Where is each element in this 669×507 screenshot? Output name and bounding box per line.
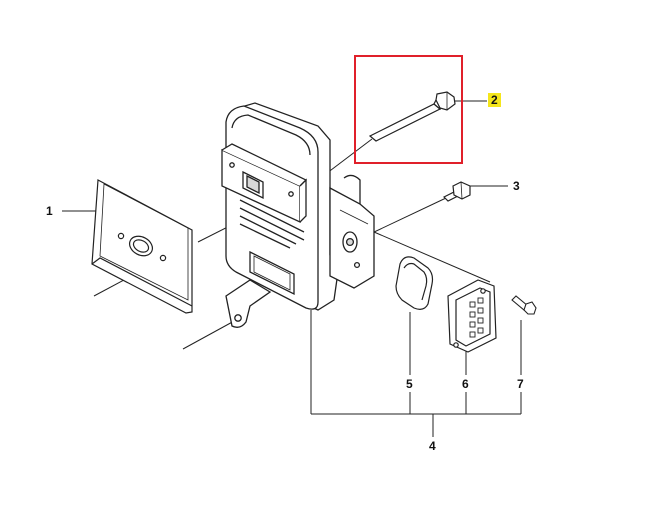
gasket-part-1: [91, 179, 193, 314]
callout-2: 2: [488, 93, 501, 107]
screw-part-7: [511, 295, 537, 315]
screw-part-3: [442, 181, 471, 202]
callout-5: 5: [406, 377, 413, 391]
callout-3: 3: [513, 179, 520, 193]
cap-part-5: [395, 256, 434, 310]
callout-7: 7: [517, 377, 524, 391]
bolt-part-2: [368, 91, 456, 142]
callout-1: 1: [46, 204, 53, 218]
highlight-box: [354, 55, 463, 164]
callout-4: 4: [429, 439, 436, 453]
spark-plate-part-6: [447, 279, 497, 353]
muffler-body: [221, 102, 375, 328]
callout-6: 6: [462, 377, 469, 391]
